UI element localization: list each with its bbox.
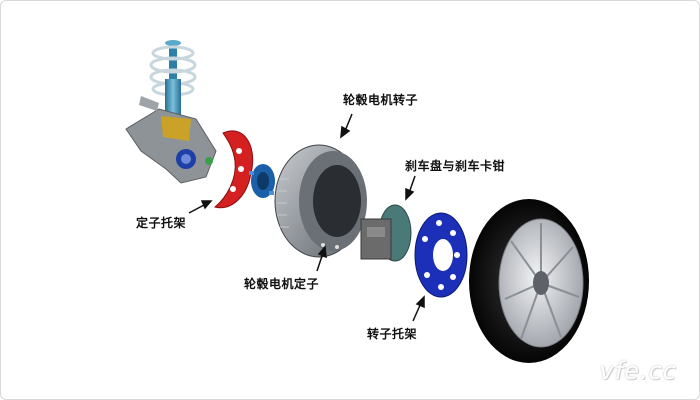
watermark: vfe.cc <box>599 357 677 385</box>
hub-adapter-part <box>249 164 275 198</box>
wheel-part <box>469 199 589 363</box>
arrow-icon <box>340 113 353 139</box>
suspension-assembly <box>125 40 217 184</box>
arrow-icon <box>412 295 425 322</box>
arrow-icon <box>188 200 213 214</box>
arrow-icon <box>405 175 416 201</box>
brake-assembly-part <box>360 204 412 262</box>
rotor-bracket-label: 转子托架 <box>367 327 418 341</box>
hub-motor-part <box>274 144 367 258</box>
stator-bracket-label: 定子托架 <box>136 216 187 230</box>
stator-bracket-part <box>213 130 254 209</box>
rotor-bracket-part <box>414 212 468 298</box>
hub-motor-stator-label: 轮毂电机定子 <box>244 277 320 291</box>
arrow-icon <box>316 245 327 272</box>
hub-motor-rotor-label: 轮毂电机转子 <box>343 93 419 107</box>
brake-disc-caliper-label: 刹车盘与刹车卡钳 <box>405 159 506 173</box>
